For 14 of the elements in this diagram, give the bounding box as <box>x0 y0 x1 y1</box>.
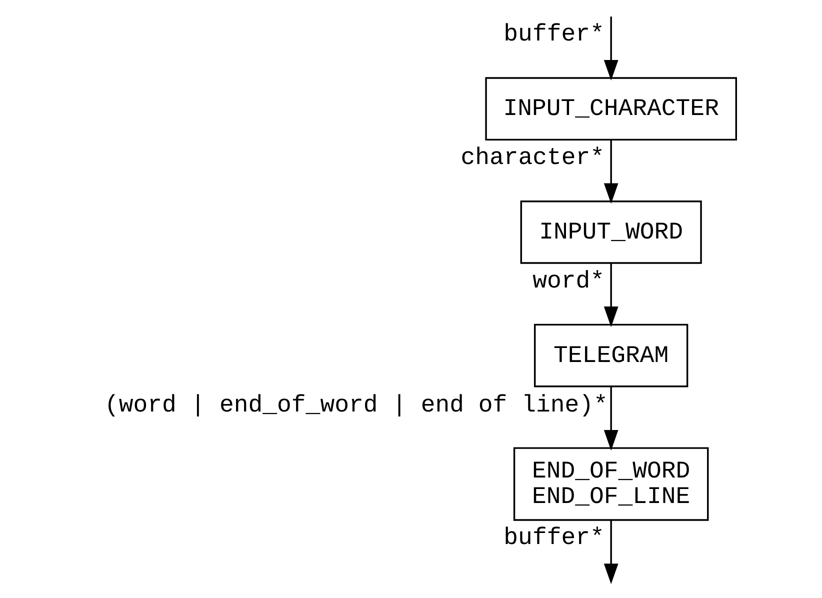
arrow <box>603 520 618 584</box>
node-box: END_OF_WORD END_OF_LINE <box>512 447 708 521</box>
arrow <box>603 16 618 81</box>
node-box: INPUT_CHARACTER <box>484 77 736 141</box>
arrow <box>603 386 618 451</box>
arrow <box>603 264 618 328</box>
node-box: INPUT_WORD <box>520 200 702 264</box>
edge-label: buffer* <box>503 525 604 552</box>
node-box: TELEGRAM <box>534 324 688 388</box>
edge-label: (word | end_of_word | end of line)* <box>104 392 608 420</box>
arrow <box>603 140 618 204</box>
edge-label: buffer* <box>503 22 604 49</box>
edge-label: character* <box>460 145 604 172</box>
edge-label: word* <box>532 268 604 296</box>
